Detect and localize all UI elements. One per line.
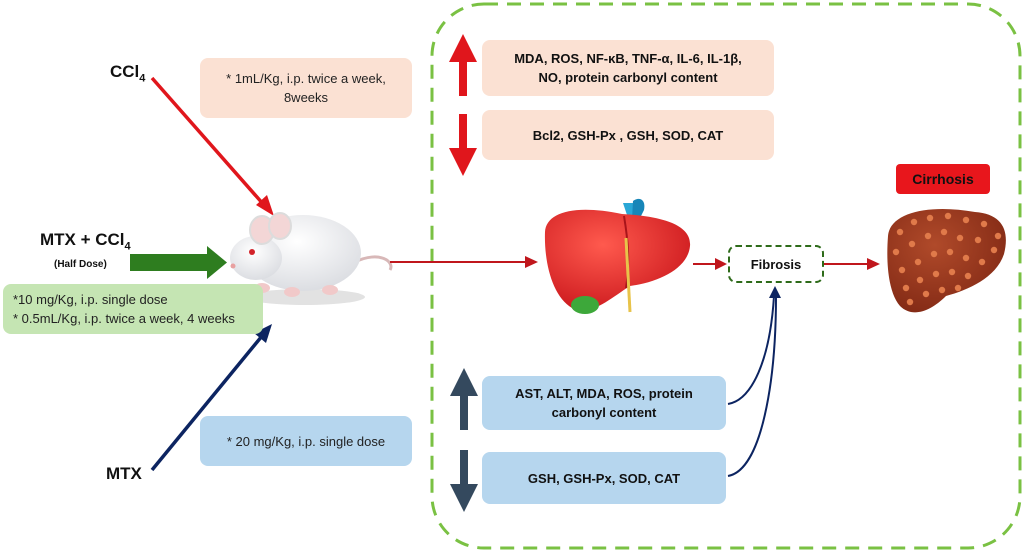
combo-dose-box: *10 mg/Kg, i.p. single dose* 0.5mL/Kg, i… <box>3 284 263 334</box>
combo-label: MTX + CCl4 <box>40 230 131 253</box>
fibrosis-box: Fibrosis <box>728 245 824 283</box>
ccl4-up-markers: MDA, ROS, NF-κB, TNF-α, IL-6, IL-1β,NO, … <box>482 40 774 96</box>
mtx-dose-box: * 20 mg/Kg, i.p. single dose <box>200 416 412 466</box>
liver-to-fibrosis-arrow <box>693 258 727 270</box>
ccl4-arrow <box>150 76 274 216</box>
mtx-down-arrow <box>450 450 478 512</box>
healthy-liver-icon <box>544 198 691 314</box>
cirrhosis-badge: Cirrhosis <box>896 164 990 194</box>
ccl4-down-markers: Bcl2, GSH-Px , GSH, SOD, CAT <box>482 110 774 160</box>
combo-arrow <box>130 246 227 279</box>
ccl4-label: CCl4 <box>110 62 146 85</box>
fibrosis-to-cirrhosis-arrow <box>824 258 880 270</box>
ccl4-dose-box: * 1mL/Kg, i.p. twice a week,8weeks <box>200 58 412 118</box>
mtx-arrow <box>150 324 272 472</box>
ccl4-down-arrow <box>449 114 477 176</box>
ccl4-up-arrow <box>449 34 477 96</box>
mtx-up-arrow <box>450 368 478 430</box>
rat-to-liver-arrow <box>390 256 538 268</box>
process-boundary <box>430 2 1022 550</box>
mtx-down-markers: GSH, GSH-Px, SOD, CAT <box>482 452 726 504</box>
mtx-label: MTX <box>106 464 142 483</box>
mtx-marker-curves <box>727 286 781 477</box>
cirrhotic-liver-icon <box>887 209 1006 313</box>
half-dose-note: (Half Dose) <box>54 259 107 270</box>
